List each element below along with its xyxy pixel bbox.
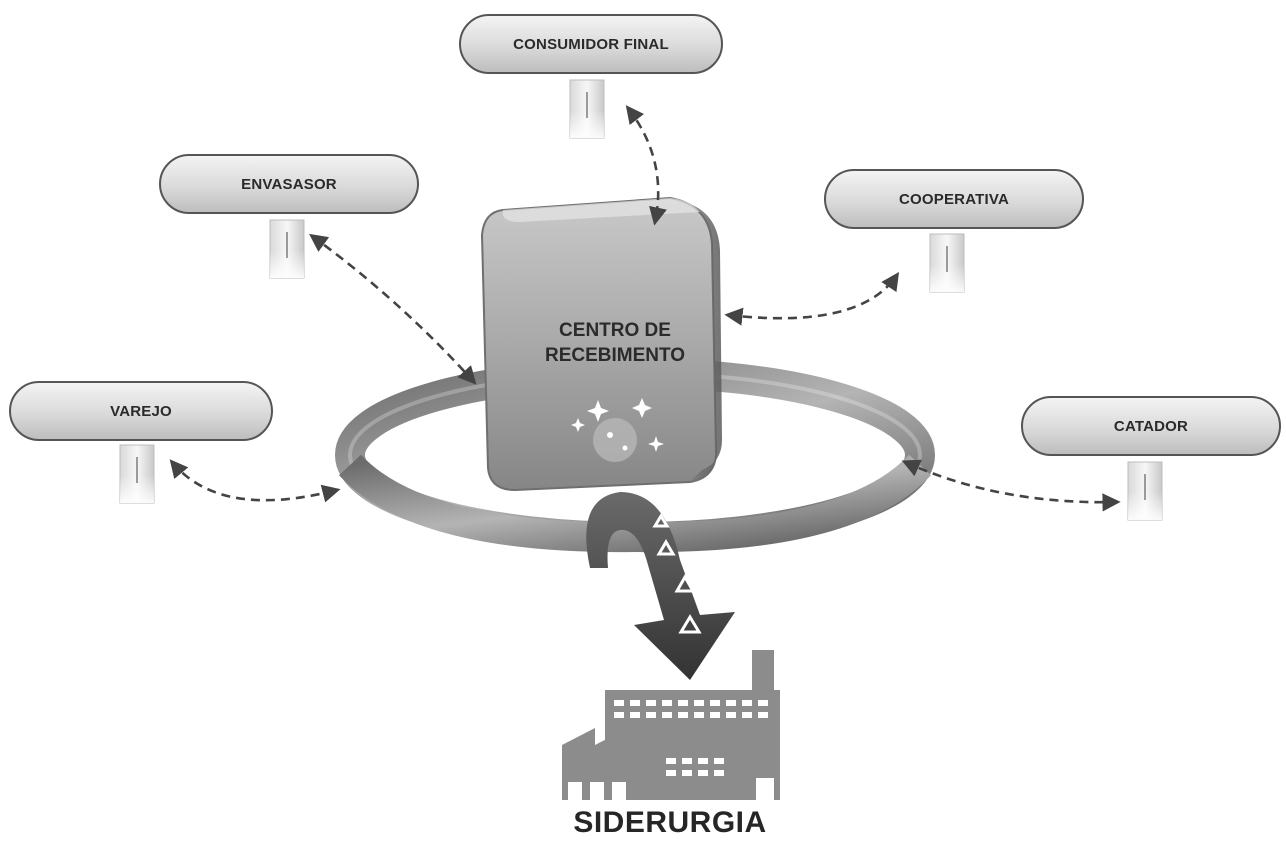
node-label-cooperativa: COOPERATIVA (899, 190, 1009, 208)
destination-label: SIDERURGIA (573, 806, 767, 839)
factory-icon (562, 650, 780, 800)
connector-envasasor (309, 233, 477, 385)
center-label-line2: RECEBIMENTO (544, 345, 686, 366)
recycle-icon (652, 513, 702, 634)
orbit-ring-front (339, 454, 931, 553)
node-envasasor (159, 154, 419, 279)
connector-consumidor (625, 105, 667, 226)
node-consumidor (459, 14, 723, 139)
node-cooperativa (824, 169, 1084, 293)
center-label: CENTRO DE RECEBIMENTO (505, 318, 725, 368)
node-varejo (9, 381, 273, 504)
center-label-line1: CENTRO DE (559, 320, 671, 341)
connector-cooperativa (724, 271, 900, 326)
node-catador (1021, 396, 1281, 521)
connector-varejo (169, 459, 341, 503)
node-label-consumidor: CONSUMIDOR FINAL (513, 35, 669, 53)
sparkle-icon (571, 398, 664, 462)
node-label-envasasor: ENVASASOR (241, 175, 337, 193)
node-label-catador: CATADOR (1113, 417, 1189, 435)
connector-catador (901, 459, 1121, 512)
node-label-varejo: VAREJO (110, 402, 172, 420)
connectors (169, 105, 1121, 512)
